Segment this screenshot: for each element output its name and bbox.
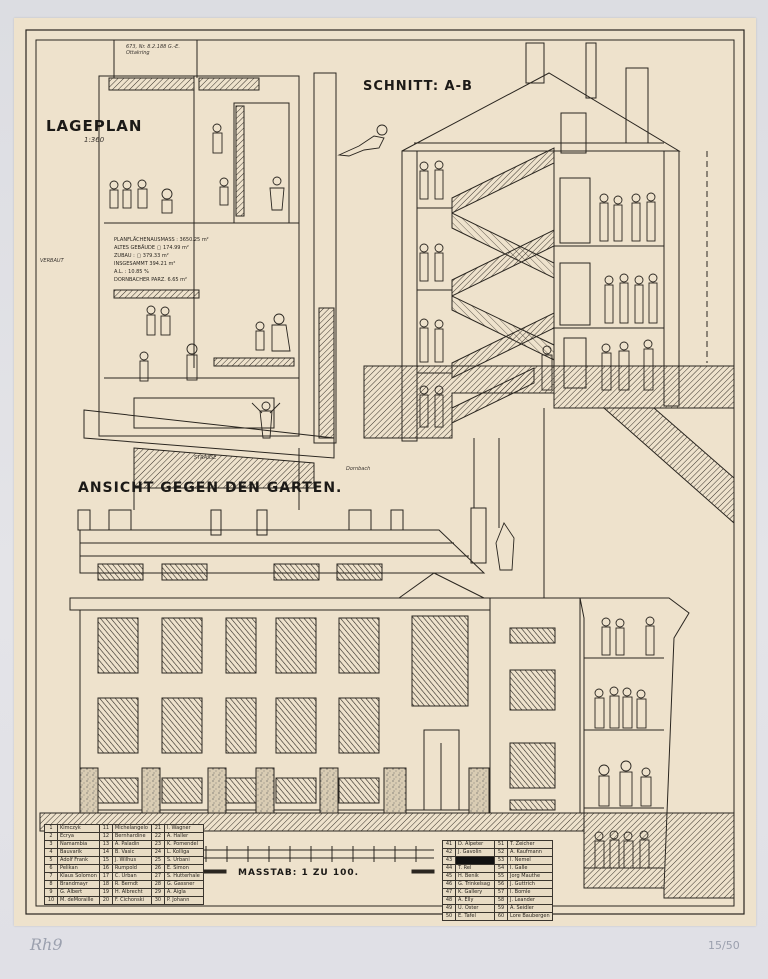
scale-label: MASSTAB: 1 ZU 100.	[238, 868, 360, 878]
redacted-entry	[455, 856, 495, 865]
area-row: PLANFLÄCHENAUSMASS : 3650.25 m²	[114, 237, 209, 243]
lageplan-title: LAGEPLAN	[46, 117, 143, 135]
artist-signature: Rh9	[30, 935, 63, 954]
area-row: ZUBAU : ▢ 379.33 m²	[114, 253, 169, 259]
edition-number: 15/50	[708, 939, 740, 952]
lageplan-scale: 1:360	[84, 136, 105, 144]
lithograph-sheet: LAGEPLAN 1:360 673, Nr. 8.2.188 G.-E. Ot…	[14, 18, 756, 926]
schnitt-title: SCHNITT: A-B	[363, 79, 473, 94]
verbaut-label: VERBAUT	[40, 258, 64, 264]
lageplan-note: 673, Nr. 8.2.188 G.-E. Ottakring	[126, 44, 180, 56]
area-row: ALTES GEBÄUDE ▢ 174.99 m²	[114, 245, 189, 251]
architectural-drawing	[25, 29, 745, 915]
ansicht-title: ANSICHT GEGEN DEN GARTEN.	[78, 480, 343, 496]
scale-bar	[203, 846, 435, 874]
area-row: INSGESAMMT 394.21 m²	[114, 261, 176, 267]
ansicht-elevation	[39, 408, 735, 899]
area-table: PLANFLÄCHENAUSMASS : 3650.25 m² ALTES GE…	[114, 236, 209, 284]
area-row: DORNBACHER PARZ. 6.65 m²	[114, 277, 188, 283]
street-label: STRASSE	[194, 455, 217, 461]
schnitt-section	[337, 42, 735, 525]
area-row: A.L. : 10.85 %	[114, 269, 149, 275]
lageplan-plan	[83, 40, 337, 489]
corner-label: Dornbach	[346, 466, 371, 472]
